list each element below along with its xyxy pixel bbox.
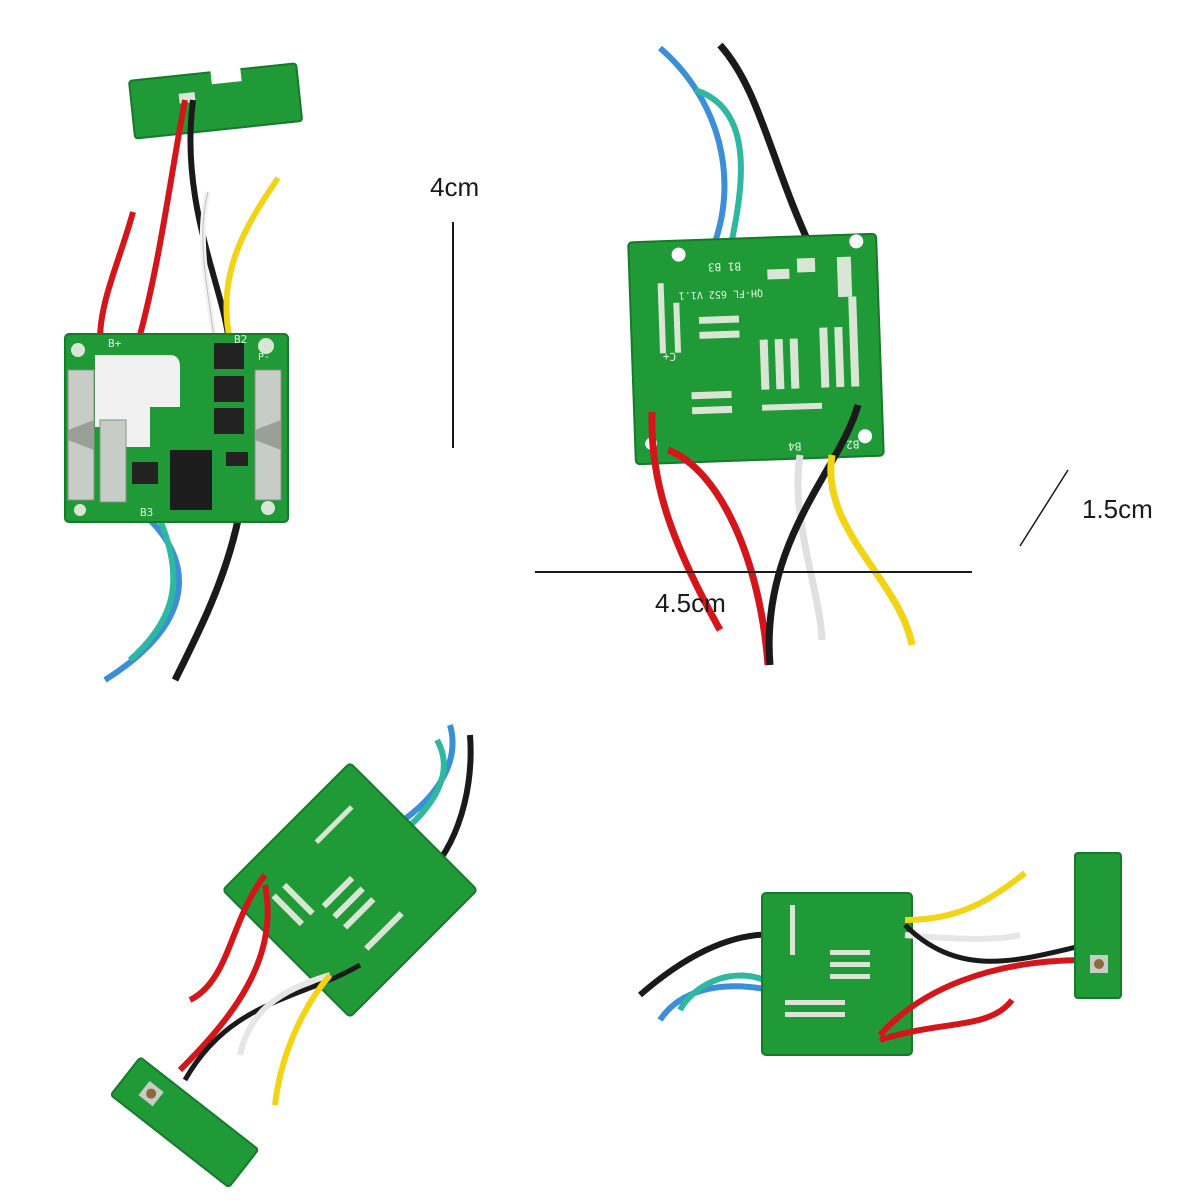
wire-red-2 xyxy=(879,998,1015,1043)
wire-blue xyxy=(658,45,728,252)
label-p: P- xyxy=(258,352,270,363)
wire-yellow xyxy=(827,454,916,646)
dimension-line-depth xyxy=(1019,469,1069,547)
dimension-depth-label: 1.5cm xyxy=(1082,494,1153,524)
wire-yellow xyxy=(223,176,281,341)
pad-slots xyxy=(785,905,870,1017)
model-label: QH-FL 652 V1.1 xyxy=(679,287,764,301)
label-cplus: C+ xyxy=(662,350,676,363)
label-b1: B1 xyxy=(728,259,742,272)
angled-pcb xyxy=(223,763,477,1017)
wire-red-2 xyxy=(666,446,772,666)
wire-teal xyxy=(694,87,744,251)
wire-black-2 xyxy=(765,404,862,666)
pad-slots xyxy=(657,256,860,415)
label-b2: B2 xyxy=(846,437,860,450)
dimension-height-label: 4cm xyxy=(430,172,480,202)
label-b2: B2 xyxy=(234,333,247,346)
wire-white xyxy=(794,454,826,641)
small-chip xyxy=(226,452,248,466)
pad-slots xyxy=(271,805,404,951)
mosfet-chip xyxy=(214,408,244,434)
small-chip xyxy=(132,462,158,484)
back-board-dimension-view: B3 B1 QH-FL 652 V1.1 C+ B4 B2 xyxy=(452,42,1069,666)
terminal-right xyxy=(254,369,282,501)
terminal-center xyxy=(99,419,127,503)
wire-red xyxy=(877,957,1086,1037)
angled-board-view-left xyxy=(110,724,477,1188)
led-sub-board xyxy=(128,62,303,140)
label-b3: B3 xyxy=(140,506,153,519)
wire-teal xyxy=(677,972,777,1012)
wire-yellow xyxy=(904,870,1027,923)
front-board-view: B+ B2 B3 P- xyxy=(64,62,303,683)
wire-black xyxy=(717,42,816,252)
wire-green-bottom xyxy=(128,518,177,663)
wire-red xyxy=(188,873,268,1003)
label-b3: B3 xyxy=(708,260,722,273)
mosfet-chip xyxy=(214,343,244,369)
wire-red xyxy=(648,411,724,632)
dimension-width-label: 4.5cm xyxy=(655,588,726,618)
wire-white xyxy=(237,972,331,1056)
wire-blue xyxy=(657,983,771,1022)
wire-red xyxy=(137,99,188,336)
wire-black-2 xyxy=(903,923,1086,964)
angled-board-view-right xyxy=(638,852,1122,1056)
wire-red-2 xyxy=(177,884,271,1073)
led-sub-board xyxy=(1074,852,1122,999)
label-bplus: B+ xyxy=(108,337,122,350)
wire-red-end xyxy=(97,211,136,341)
connector-block xyxy=(170,450,212,510)
wire-white-outline xyxy=(202,191,216,346)
terminal-left xyxy=(67,369,95,501)
wire-yellow xyxy=(272,973,333,1106)
label-b4: B4 xyxy=(788,439,802,452)
mosfet-chip xyxy=(214,376,244,402)
wire-black-bottom xyxy=(171,519,242,682)
